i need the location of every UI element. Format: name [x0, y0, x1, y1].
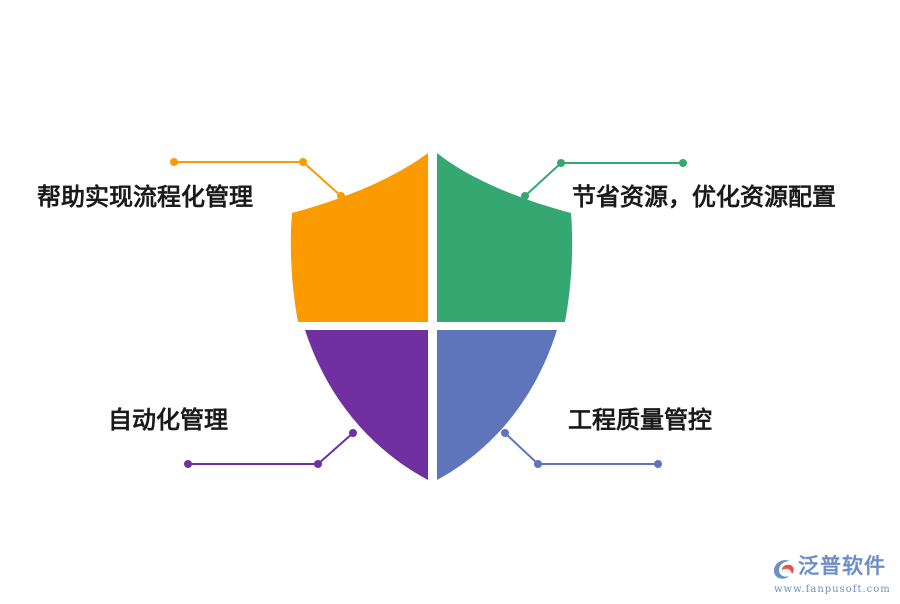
connector-dot [299, 158, 307, 166]
connector-dot [501, 429, 509, 437]
shield-quadrant-top-right [437, 153, 573, 322]
connector-dot [184, 460, 192, 468]
connector-top-left [170, 158, 345, 200]
connector-dot [679, 159, 687, 167]
connector-dot [534, 460, 542, 468]
label-bottom-right: 工程质量管控 [568, 406, 712, 434]
watermark-brand: 泛普软件 [798, 554, 886, 578]
connector-dot [557, 159, 565, 167]
connector-dot [521, 192, 529, 200]
watermark: 泛普软件 www.fanpusoft.com [770, 553, 894, 597]
connector-dot [314, 460, 322, 468]
shield-quadrant-bottom-right [437, 330, 557, 480]
label-bottom-left: 自动化管理 [108, 406, 228, 434]
connector-dot [337, 192, 345, 200]
shield-quadrant-top-left [290, 153, 428, 322]
shield-quadrant-bottom-left [305, 330, 428, 480]
label-top-right: 节省资源，优化资源配置 [572, 183, 836, 211]
connector-dot [654, 460, 662, 468]
connector-dot [170, 158, 178, 166]
watermark-url: www.fanpusoft.com [774, 584, 891, 595]
connector-dot [349, 429, 357, 437]
connector-bottom-left [184, 429, 357, 468]
connector-top-right [521, 159, 687, 200]
connector-bottom-right [501, 429, 662, 468]
fanpu-swirl-logo-icon [774, 560, 794, 579]
label-top-left: 帮助实现流程化管理 [37, 183, 253, 211]
